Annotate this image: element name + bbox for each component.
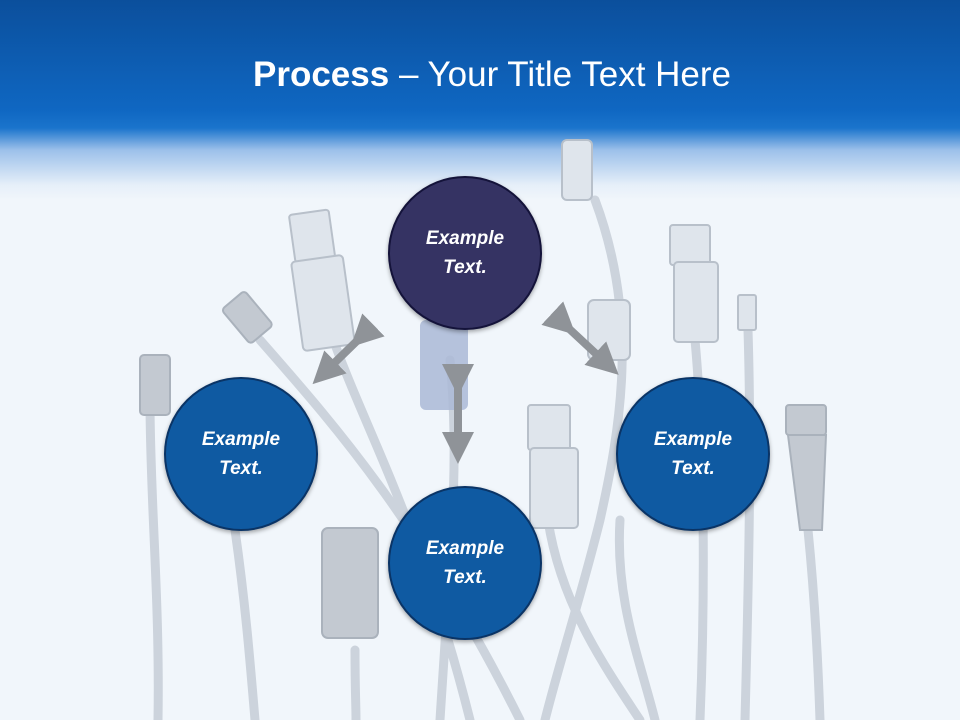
node-left-line2: Text. (219, 458, 263, 479)
node-bottom-line2: Text. (443, 567, 487, 588)
slide-title: Process – Your Title Text Here (0, 52, 960, 98)
header-band (0, 0, 960, 200)
node-bottom-line1: Example (425, 538, 505, 559)
title-bold: Process (253, 55, 390, 94)
arrow-top-left (312, 313, 385, 385)
node-right-line1: Example (653, 429, 733, 450)
arrow-top-right (541, 301, 619, 375)
node-top-line2: Text. (443, 257, 487, 278)
node-right-line2: Text. (671, 458, 715, 479)
title-rest: – Your Title Text Here (389, 55, 731, 94)
node-top-line1: Example (425, 228, 505, 249)
node-left-line1: Example (201, 429, 281, 450)
